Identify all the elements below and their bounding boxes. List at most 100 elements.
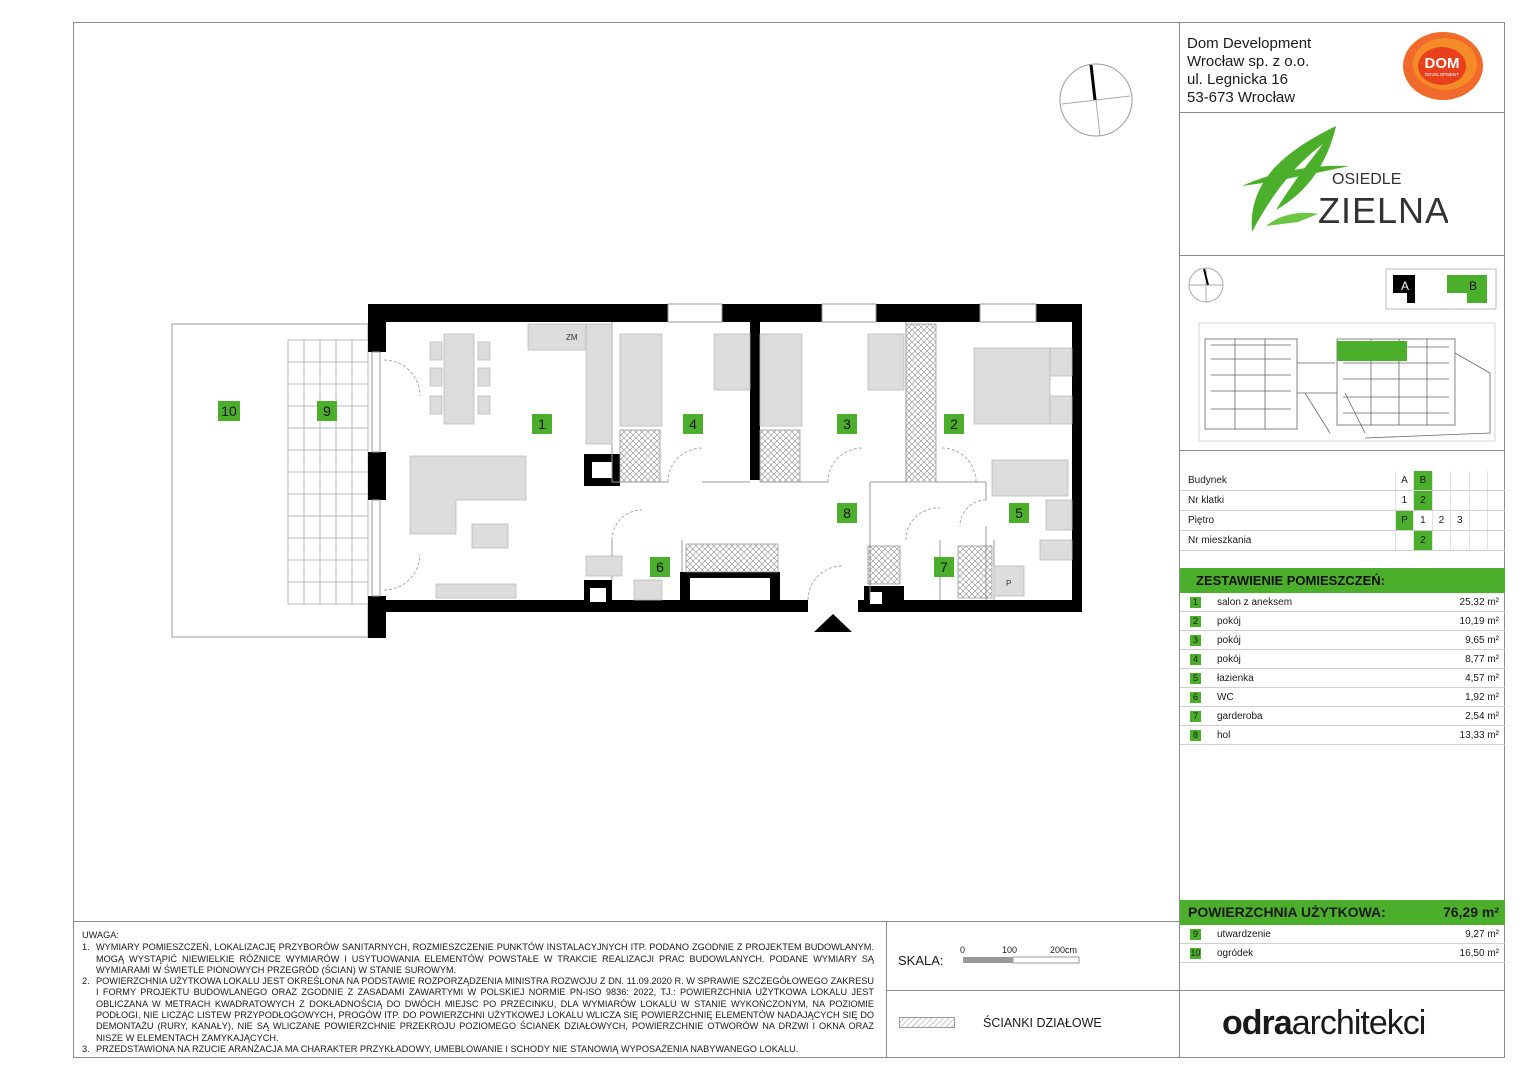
partition-wall-swatch bbox=[899, 1017, 955, 1028]
sidebar-divider bbox=[1179, 22, 1180, 1058]
row-area: 8,77 m² bbox=[1396, 649, 1505, 669]
room-label-7: 7 bbox=[934, 557, 954, 577]
note-item: 1.WYMIARY POMIESZCZEŃ, LOKALIZACJĘ PRZYB… bbox=[82, 942, 874, 976]
info-cell bbox=[1394, 530, 1414, 551]
row-name: hol bbox=[1217, 725, 1397, 745]
info-cell: P bbox=[1394, 510, 1414, 531]
info-cell bbox=[1486, 471, 1505, 491]
scale-tick-100: 100 bbox=[1002, 945, 1018, 955]
room-label-10: 10 bbox=[218, 401, 240, 421]
north-arrow bbox=[1059, 63, 1133, 137]
row-area: 16,50 m² bbox=[1373, 943, 1505, 963]
note-text: WYMIARY POMIESZCZEŃ, LOKALIZACJĘ PRZYBOR… bbox=[96, 942, 874, 975]
rooms-header: ZESTAWIENIE POMIESZCZEŃ: bbox=[1180, 568, 1505, 593]
room-label-2: 2 bbox=[944, 414, 964, 434]
room-label-3: 3 bbox=[837, 414, 857, 434]
row-number: 8 bbox=[1190, 729, 1201, 741]
info-cell bbox=[1431, 490, 1451, 511]
row-area: 2,54 m² bbox=[1396, 706, 1505, 726]
info-cell bbox=[1450, 530, 1470, 551]
row-name: ogródek bbox=[1217, 943, 1374, 963]
row-name: pokój bbox=[1217, 611, 1397, 631]
building-a-mark bbox=[1393, 275, 1415, 303]
legend-partition-walls: ŚCIANKI DZIAŁOWE bbox=[983, 1016, 1102, 1030]
total-area-value: 76,29 m² bbox=[1442, 904, 1499, 920]
building-b-label: B bbox=[1469, 279, 1477, 293]
note-item: 2.POWIERZCHNIA UŻYTKOWA LOKALU JEST OKRE… bbox=[82, 976, 874, 1044]
note-text: PRZEDSTAWIONA NA RZUCIE ARANŻACJA MA CHA… bbox=[96, 1043, 799, 1054]
logo-dom-text: DOM bbox=[1425, 55, 1460, 72]
doors bbox=[383, 359, 987, 601]
row-name: utwardzenie bbox=[1217, 925, 1374, 944]
note-number: 2. bbox=[82, 976, 90, 987]
apartment-highlight bbox=[1337, 341, 1407, 361]
info-cell: B bbox=[1413, 471, 1433, 491]
scale-tick-0: 0 bbox=[960, 945, 966, 955]
row-area: 9,27 m² bbox=[1373, 925, 1505, 944]
room-label-5: 5 bbox=[1009, 503, 1029, 523]
logo-development-text: DEVELOPMENT bbox=[1425, 72, 1459, 77]
row-number: 10 bbox=[1190, 947, 1201, 959]
row-name: pokój bbox=[1217, 630, 1397, 650]
architect-logo-regular: architekci bbox=[1291, 1004, 1427, 1042]
row-number: 9 bbox=[1190, 928, 1201, 940]
info-cell: 1 bbox=[1394, 490, 1414, 511]
info-cell bbox=[1468, 490, 1488, 511]
divider-scale bbox=[886, 921, 887, 1058]
scale-bar bbox=[963, 956, 1080, 964]
room-label-1: 1 bbox=[532, 414, 552, 434]
terrace-paving bbox=[287, 339, 369, 605]
room-label-6: 6 bbox=[650, 557, 670, 577]
info-cell bbox=[1486, 510, 1505, 531]
info-row-label: Piętro bbox=[1180, 510, 1396, 531]
logo-zielna-text: ZIELNA bbox=[1318, 190, 1448, 231]
osiedle-zielna-logo: OSIEDLE ZIELNA bbox=[1242, 126, 1448, 232]
row-area: 9,65 m² bbox=[1396, 630, 1505, 650]
notes: UWAGA: 1.WYMIARY POMIESZCZEŃ, LOKALIZACJ… bbox=[82, 930, 874, 1055]
note-item: 3.PRZEDSTAWIONA NA RZUCIE ARANŻACJA MA C… bbox=[82, 1044, 874, 1055]
row-number: 5 bbox=[1190, 672, 1201, 684]
info-cell: 2 bbox=[1413, 490, 1433, 511]
key-plan: A B bbox=[1188, 267, 1497, 442]
row-number: 4 bbox=[1190, 653, 1201, 665]
info-cell: 1 bbox=[1413, 510, 1433, 531]
row-number: 7 bbox=[1190, 710, 1201, 722]
zm-label: ZM bbox=[566, 333, 578, 342]
architect-logo: odraarchitekci bbox=[1222, 1004, 1427, 1043]
info-cell bbox=[1450, 471, 1470, 491]
info-cell: A bbox=[1394, 471, 1414, 491]
row-area: 4,57 m² bbox=[1396, 668, 1505, 688]
info-row-label: Nr klatki bbox=[1180, 490, 1396, 511]
room-label-4: 4 bbox=[683, 414, 703, 434]
info-cell: 2 bbox=[1413, 530, 1433, 551]
divider-architect bbox=[1179, 990, 1505, 991]
row-name: łazienka bbox=[1217, 668, 1397, 688]
row-number: 2 bbox=[1190, 615, 1201, 627]
dom-development-logo: DOM DEVELOPMENT bbox=[1403, 32, 1483, 100]
row-number: 6 bbox=[1190, 691, 1201, 703]
site-plan-lines bbox=[1198, 322, 1496, 442]
scale-tick-200: 200cm bbox=[1050, 945, 1078, 955]
row-name: garderoba bbox=[1217, 706, 1397, 726]
row-number: 3 bbox=[1190, 634, 1201, 646]
info-row-label: Budynek bbox=[1180, 471, 1396, 491]
info-cell bbox=[1468, 510, 1488, 531]
row-area: 25,32 m² bbox=[1396, 593, 1505, 612]
notes-title: UWAGA: bbox=[82, 930, 119, 940]
garden-outline bbox=[171, 323, 369, 638]
furniture bbox=[409, 323, 1073, 601]
divider-legend bbox=[886, 990, 1179, 991]
room-label-9: 9 bbox=[317, 401, 337, 421]
row-area: 10,19 m² bbox=[1396, 611, 1505, 631]
